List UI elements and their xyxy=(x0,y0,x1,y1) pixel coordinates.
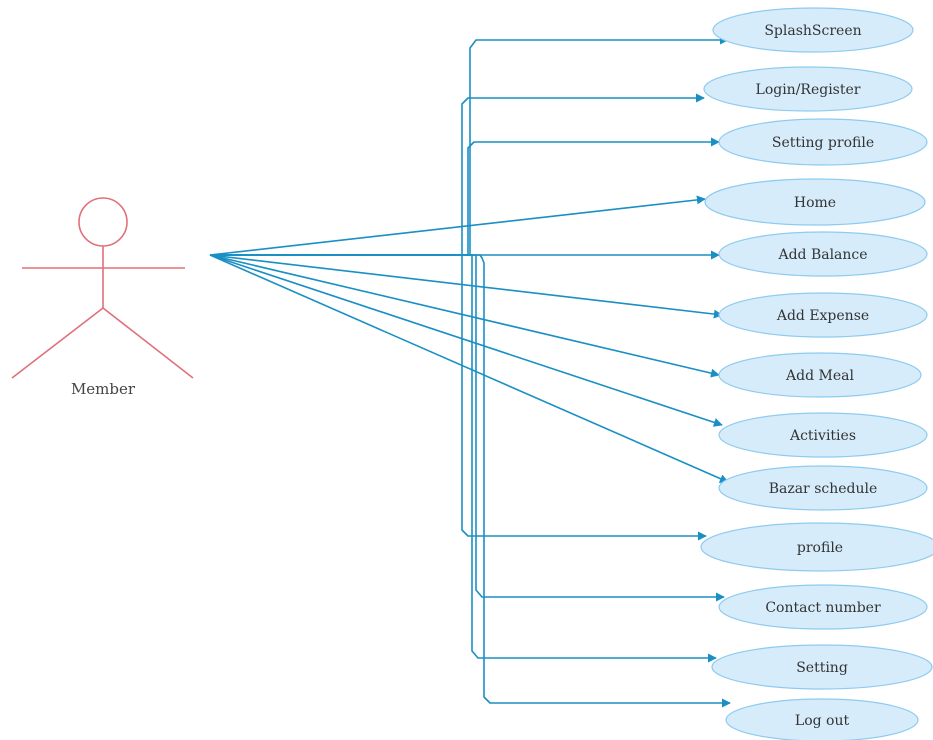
uc-profile[interactable]: profile xyxy=(700,522,933,572)
uc-add-balance[interactable]: Add Balance xyxy=(718,231,928,277)
uc-add-meal[interactable]: Add Meal xyxy=(718,352,922,398)
actor-right-leg xyxy=(102,307,194,379)
uc-setting[interactable]: Setting xyxy=(711,644,933,690)
use-case-ellipse xyxy=(718,352,922,398)
actor-left-leg xyxy=(11,307,104,379)
connector-uc-add-meal xyxy=(209,254,720,378)
use-case-ellipse xyxy=(718,231,928,277)
uc-log-out[interactable]: Log out xyxy=(725,698,919,740)
uc-activities[interactable]: Activities xyxy=(718,412,928,458)
connector-uc-activities xyxy=(209,254,723,427)
use-case-ellipse xyxy=(704,178,926,226)
use-case-label: Setting profile xyxy=(772,135,874,151)
use-case-label: Add Balance xyxy=(777,247,867,263)
use-case-ellipse xyxy=(703,66,913,112)
connectors xyxy=(209,35,731,708)
uc-splashscreen[interactable]: SplashScreen xyxy=(712,7,914,53)
connector-uc-setting-profile xyxy=(210,137,720,256)
use-case-ellipse xyxy=(711,644,933,690)
use-case-ellipse xyxy=(718,292,928,338)
uc-setting-profile[interactable]: Setting profile xyxy=(718,118,928,166)
use-case-label: Contact number xyxy=(765,600,881,616)
use-case-ellipse xyxy=(718,465,928,511)
connector-uc-bazar-schedule xyxy=(209,254,729,483)
actor-head xyxy=(78,197,128,247)
uc-home[interactable]: Home xyxy=(704,178,926,226)
use-case-label: Home xyxy=(794,195,836,211)
actor-label: Member xyxy=(71,380,136,398)
uc-login-register[interactable]: Login/Register xyxy=(703,66,913,112)
use-case-label: profile xyxy=(797,540,843,556)
use-case-label: Activities xyxy=(789,428,856,444)
use-case-label: Log out xyxy=(795,713,850,729)
connector-uc-login-register xyxy=(210,93,705,256)
actor-member[interactable]: Member xyxy=(11,197,194,398)
use-case-ellipse xyxy=(712,7,914,53)
use-case-label: Add Expense xyxy=(776,308,869,324)
connector-uc-add-expense xyxy=(209,254,723,319)
use-case-ellipse xyxy=(700,522,933,572)
connector-uc-home xyxy=(209,195,706,256)
use-case-label: SplashScreen xyxy=(764,23,861,39)
use-case-ellipse xyxy=(725,698,919,740)
use-case-label: Add Meal xyxy=(785,368,854,384)
use-case-ellipse xyxy=(718,584,928,630)
use-case-label: Login/Register xyxy=(756,82,861,98)
uc-contact-number[interactable]: Contact number xyxy=(718,584,928,630)
uc-bazar-schedule[interactable]: Bazar schedule xyxy=(718,465,928,511)
uc-add-expense[interactable]: Add Expense xyxy=(718,292,928,338)
use-case-ellipse xyxy=(718,118,928,166)
connector-uc-log-out xyxy=(210,254,731,708)
use-case-ellipse xyxy=(718,412,928,458)
use-case-label: Bazar schedule xyxy=(769,481,878,497)
use-case-label: Setting xyxy=(796,660,848,676)
